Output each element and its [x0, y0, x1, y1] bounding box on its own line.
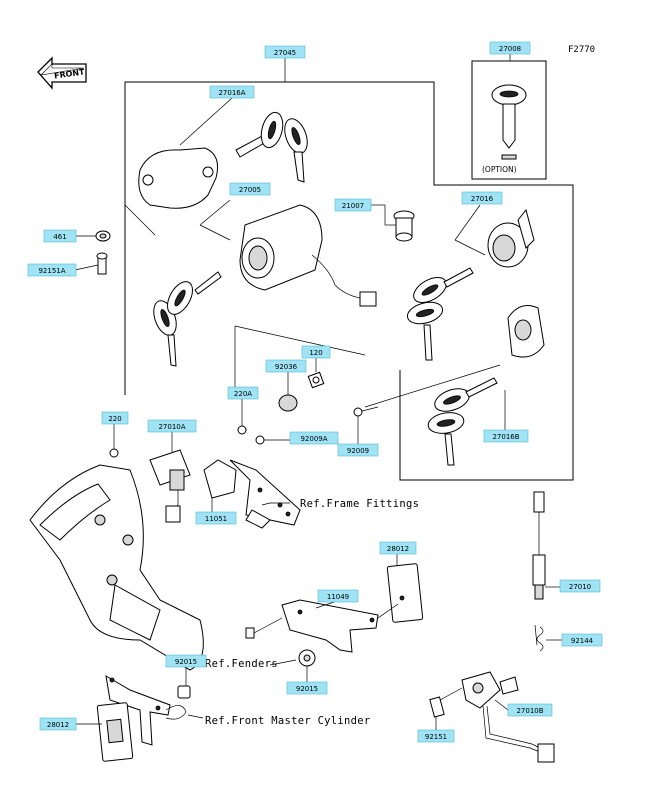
svg-text:92009: 92009: [347, 447, 369, 455]
option-key-frame: [471, 60, 547, 180]
label-27045: 27045: [264, 45, 306, 59]
bolt-120: [307, 371, 325, 389]
key-pair-right: [406, 267, 474, 361]
grommet-92015-upper: [177, 685, 191, 699]
svg-text:120: 120: [309, 349, 322, 357]
label-120: 120: [301, 345, 331, 359]
cover-27016A: [124, 147, 219, 236]
svg-text:27010: 27010: [569, 583, 591, 591]
option-note: (OPTION): [482, 165, 517, 174]
switch-27010B: [461, 671, 555, 763]
svg-text:220A: 220A: [234, 390, 252, 398]
bolt-92009A: [255, 435, 265, 445]
bolt-92151A: [96, 252, 108, 275]
svg-text:92015: 92015: [175, 658, 197, 666]
bracket-11049: [281, 599, 399, 653]
label-27010: 27010: [559, 579, 601, 593]
label-92015-upper: 92015: [165, 654, 207, 668]
spring-92144: [534, 624, 544, 652]
svg-text:92151A: 92151A: [38, 267, 65, 275]
key-pair-left: [153, 271, 222, 367]
label-92151: 92151: [417, 729, 455, 743]
svg-text:27010B: 27010B: [516, 707, 543, 715]
label-27010B: 27010B: [507, 703, 553, 717]
label-27016B: 27016B: [483, 429, 529, 443]
reflector-28012-upper: [386, 563, 424, 623]
front-label: FRONT: [54, 67, 86, 80]
svg-text:11049: 11049: [327, 593, 349, 601]
bolt-220: [109, 448, 119, 458]
grommet-92015-lower: [298, 649, 316, 667]
svg-text:11051: 11051: [205, 515, 227, 523]
label-11051: 11051: [195, 511, 237, 525]
key-pair-top: [235, 111, 308, 183]
bracket-11051: [203, 459, 301, 529]
label-220A: 220A: [227, 386, 259, 400]
cap-21007: [370, 204, 415, 242]
svg-text:27008: 27008: [499, 45, 521, 53]
bolt-220A: [237, 425, 247, 435]
svg-text:92144: 92144: [571, 637, 594, 645]
ref-frame-fittings: Ref.Frame Fittings: [300, 498, 419, 510]
label-92009: 92009: [337, 443, 379, 457]
label-28012-upper: 28012: [379, 541, 417, 555]
label-leaders: [74, 235, 562, 730]
label-92015-lower: 92015: [286, 681, 328, 695]
assembly-27045-frame: [124, 81, 574, 481]
label-92009A: 92009A: [289, 431, 339, 445]
lock-27016: [454, 204, 535, 268]
reflector-bracket-lower: [96, 675, 187, 762]
label-27005: 27005: [229, 182, 271, 196]
svg-text:220: 220: [108, 415, 121, 423]
label-27016: 27016: [461, 191, 503, 205]
svg-text:27005: 27005: [239, 186, 261, 194]
svg-text:27016A: 27016A: [218, 89, 245, 97]
label-461: 461: [43, 229, 77, 243]
svg-text:27045: 27045: [274, 49, 296, 57]
label-28012-lower: 28012: [39, 717, 77, 731]
svg-text:27016: 27016: [471, 195, 494, 203]
lock-27016B: [364, 305, 545, 466]
diagram-code: F2770: [568, 45, 595, 55]
label-27010A: 27010A: [147, 419, 197, 433]
label-27008: 27008: [489, 41, 531, 55]
label-11049: 11049: [317, 589, 359, 603]
cap-92036: [278, 394, 298, 412]
washer-461: [95, 230, 111, 242]
bolt-fender-left: [245, 617, 283, 639]
svg-text:461: 461: [53, 233, 66, 241]
svg-text:92151: 92151: [425, 733, 447, 741]
ignition-switch-27005: [199, 199, 377, 307]
bolt-92151: [429, 687, 463, 718]
svg-text:27016B: 27016B: [492, 433, 519, 441]
ref-front-master-cylinder: Ref.Front Master Cylinder: [205, 715, 371, 727]
frame-section-drawing: [29, 464, 204, 671]
label-92036: 92036: [265, 359, 307, 373]
bolt-92009: [353, 406, 379, 417]
svg-text:21007: 21007: [342, 202, 364, 210]
brake-switch-27010: [532, 491, 546, 600]
label-21007: 21007: [334, 198, 372, 212]
svg-text:92015: 92015: [296, 685, 318, 693]
label-92144: 92144: [561, 633, 603, 647]
front-arrow-icon: FRONT: [37, 56, 87, 90]
switch-27010A: [149, 449, 191, 523]
label-92151A: 92151A: [27, 263, 77, 277]
svg-text:27010A: 27010A: [158, 423, 185, 431]
svg-text:92009A: 92009A: [300, 435, 327, 443]
svg-text:92036: 92036: [275, 363, 298, 371]
svg-text:28012: 28012: [47, 721, 69, 729]
label-27016A: 27016A: [209, 85, 255, 99]
ref-fenders: Ref.Fenders: [205, 658, 278, 670]
svg-text:28012: 28012: [387, 545, 409, 553]
label-220: 220: [101, 411, 129, 425]
option-key-drawing: (OPTION): [482, 84, 527, 174]
